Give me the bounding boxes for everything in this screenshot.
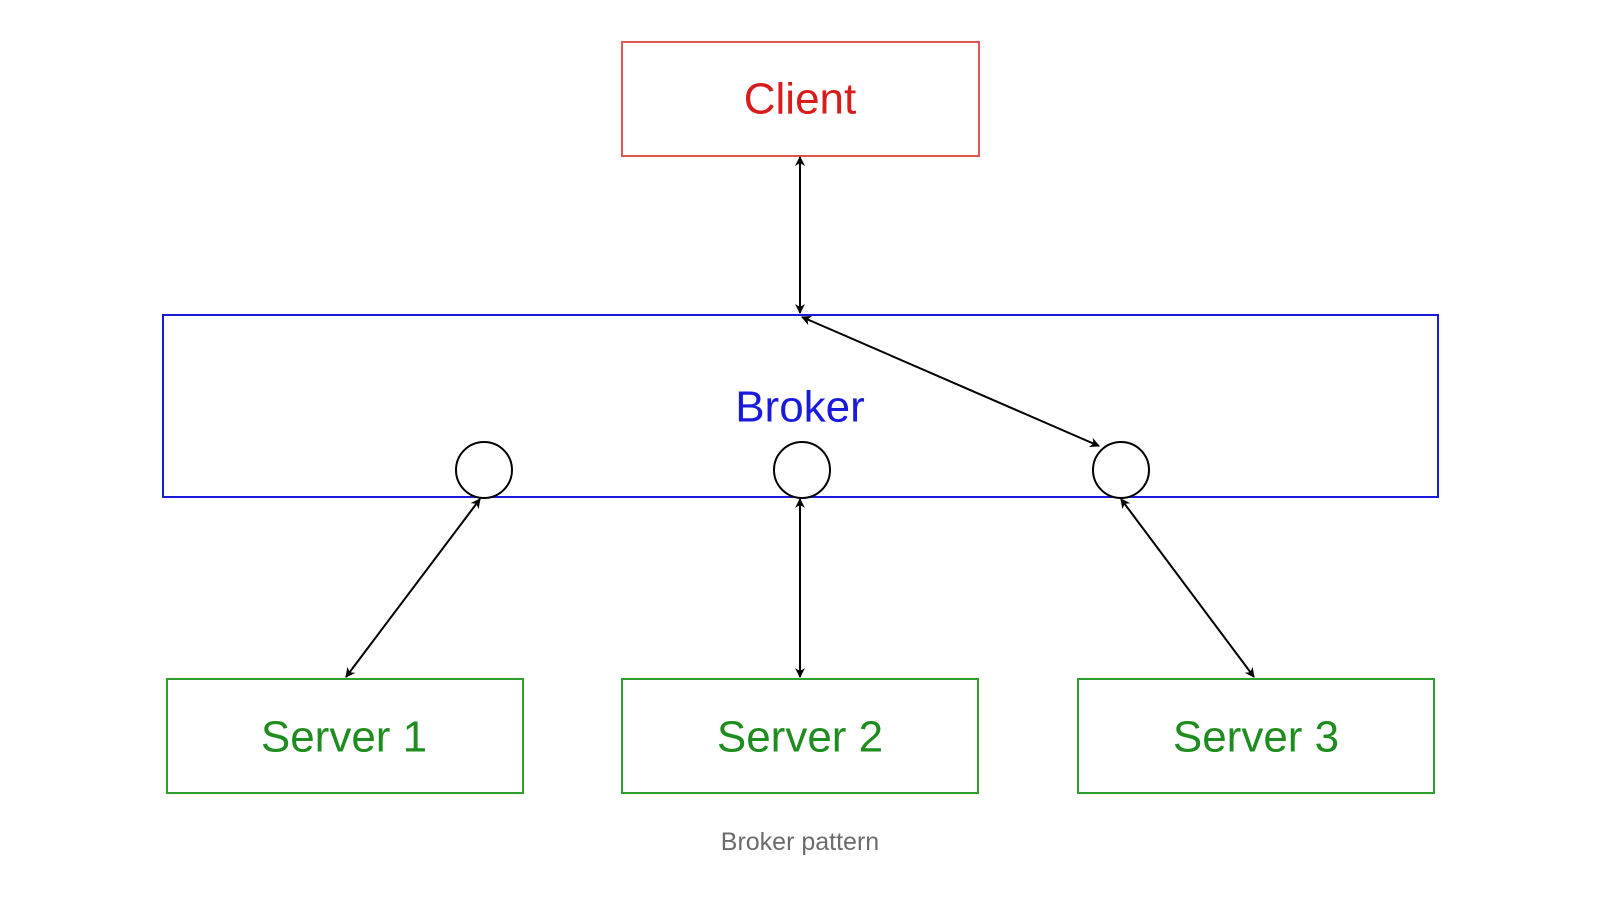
broker-port-2 bbox=[773, 441, 831, 499]
server-2-box bbox=[621, 678, 979, 794]
broker-port-3-arrow bbox=[801, 315, 1100, 448]
broker-port-3 bbox=[1092, 441, 1150, 499]
server-1-box bbox=[166, 678, 524, 794]
server-node-1: Server 1 bbox=[166, 678, 524, 794]
broker-label: Broker bbox=[735, 383, 865, 432]
figure-caption: Broker pattern bbox=[720, 828, 880, 856]
server-1-label: Server 1 bbox=[261, 713, 427, 762]
broker-node: Broker bbox=[162, 314, 1439, 499]
server-node-3: Server 3 bbox=[1077, 678, 1435, 794]
client-label: Client bbox=[744, 75, 857, 124]
server-1-arrow bbox=[345, 498, 481, 678]
broker-port-1 bbox=[455, 441, 513, 499]
server-3-label: Server 3 bbox=[1173, 713, 1339, 762]
server-2-label: Server 2 bbox=[717, 713, 883, 762]
server-3-box bbox=[1077, 678, 1435, 794]
server-node-2: Server 2 bbox=[621, 678, 979, 794]
server-3-arrow bbox=[1120, 498, 1255, 678]
client-node: Client bbox=[621, 41, 980, 157]
